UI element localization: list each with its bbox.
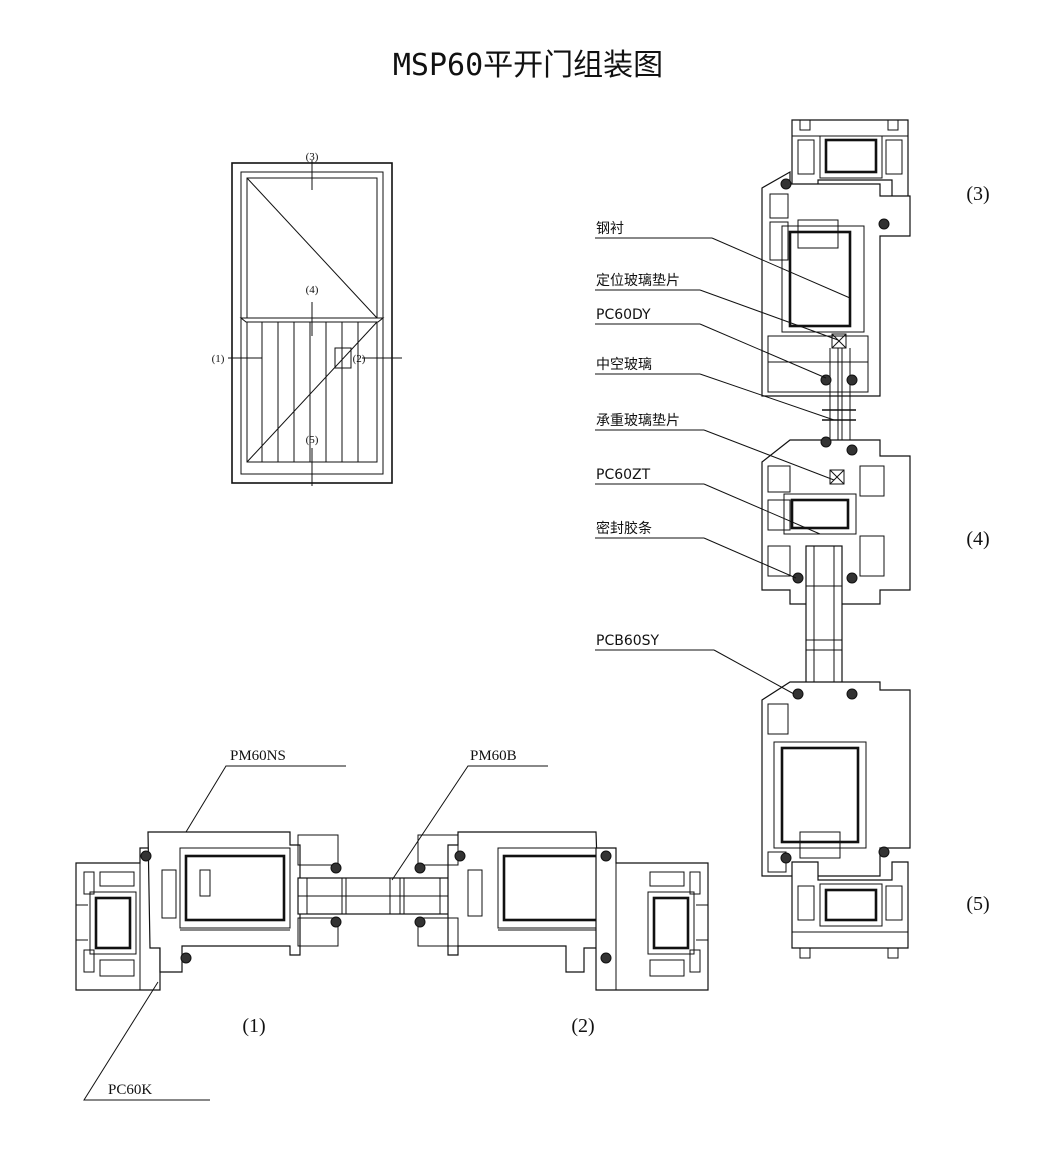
door-elevation: (3) (4) (1) (2) (5) <box>212 151 402 486</box>
label-pm60b: PM60B <box>470 748 517 764</box>
elevation-marker-5: (5) <box>306 434 319 446</box>
label-positioning-spacer: 定位玻璃垫片 <box>596 272 680 289</box>
elevation-marker-2: (2) <box>353 353 366 365</box>
gaskets-vertical <box>780 178 890 864</box>
drawing-title: MSP60平开门组装图 <box>393 48 663 83</box>
frame-profile-left <box>75 847 161 991</box>
top-sash-profile <box>761 170 911 397</box>
label-steel-liner: 钢衬 <box>596 221 624 237</box>
sash-profile-left <box>147 831 339 973</box>
elevation-marker-3: (3) <box>306 151 319 163</box>
door-panel-boards <box>261 322 359 462</box>
label-pc60dy: PC60DY <box>596 307 651 323</box>
horizontal-labels: PM60NS PM60B PC60K (1) (2) <box>83 748 595 1101</box>
section-marker-3: (3) <box>966 183 989 205</box>
gaskets-horizontal <box>140 850 612 964</box>
label-sealing-strip: 密封胶条 <box>596 520 652 537</box>
elevation-marker-4: (4) <box>306 284 319 296</box>
section-marker-5: (5) <box>966 893 989 915</box>
section-marker-1: (1) <box>242 1015 265 1037</box>
frame-profile-right <box>595 847 709 991</box>
elevation-marker-1: (1) <box>212 353 225 365</box>
section-marker-2: (2) <box>571 1015 594 1037</box>
bottom-frame-profile <box>791 861 909 959</box>
section-marker-4: (4) <box>966 528 989 550</box>
label-pc60zt: PC60ZT <box>596 467 651 483</box>
label-pm60ns: PM60NS <box>230 748 286 764</box>
lower-sash-profile <box>761 681 911 877</box>
vertical-labels: 钢衬 定位玻璃垫片 PC60DY 中空玻璃 承重玻璃垫片 PC60ZT 密封胶条… <box>595 183 990 915</box>
transom-profile <box>761 439 911 605</box>
label-pc60k: PC60K <box>108 1082 152 1098</box>
label-pcb60sy: PCB60SY <box>596 633 660 649</box>
lower-panel <box>805 545 843 697</box>
horizontal-section <box>75 831 709 991</box>
door-handle <box>334 347 352 369</box>
label-load-spacer: 承重玻璃垫片 <box>596 412 680 429</box>
vertical-section <box>761 119 911 959</box>
label-insulating-glass: 中空玻璃 <box>596 356 652 373</box>
